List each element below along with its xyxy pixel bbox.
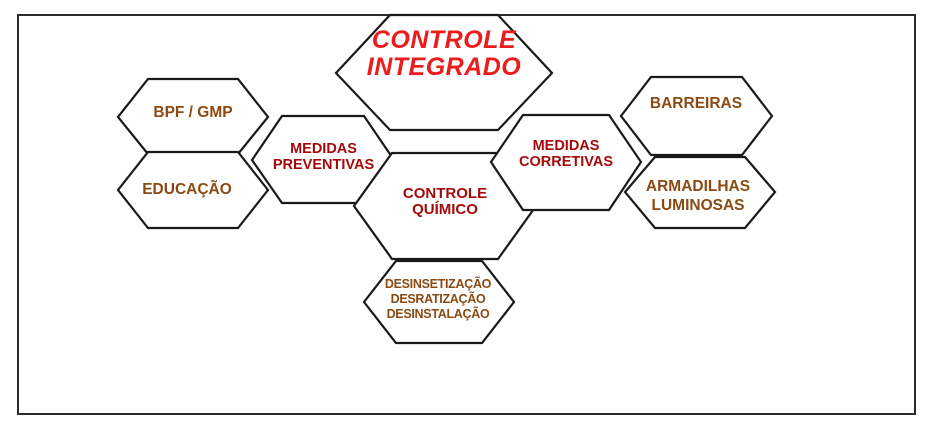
hexagon-barreiras[interactable] [619, 75, 774, 157]
hexagon-controle-integrado[interactable] [334, 13, 554, 132]
hexagon-educacao[interactable] [116, 150, 270, 230]
hexagon-desinsetizacao[interactable] [362, 259, 516, 345]
hexagon-medidas-corretivas[interactable] [489, 113, 643, 212]
hexagon-bpf-gmp[interactable] [116, 77, 270, 156]
hexagon-armadilhas-luminosas[interactable] [623, 155, 777, 230]
